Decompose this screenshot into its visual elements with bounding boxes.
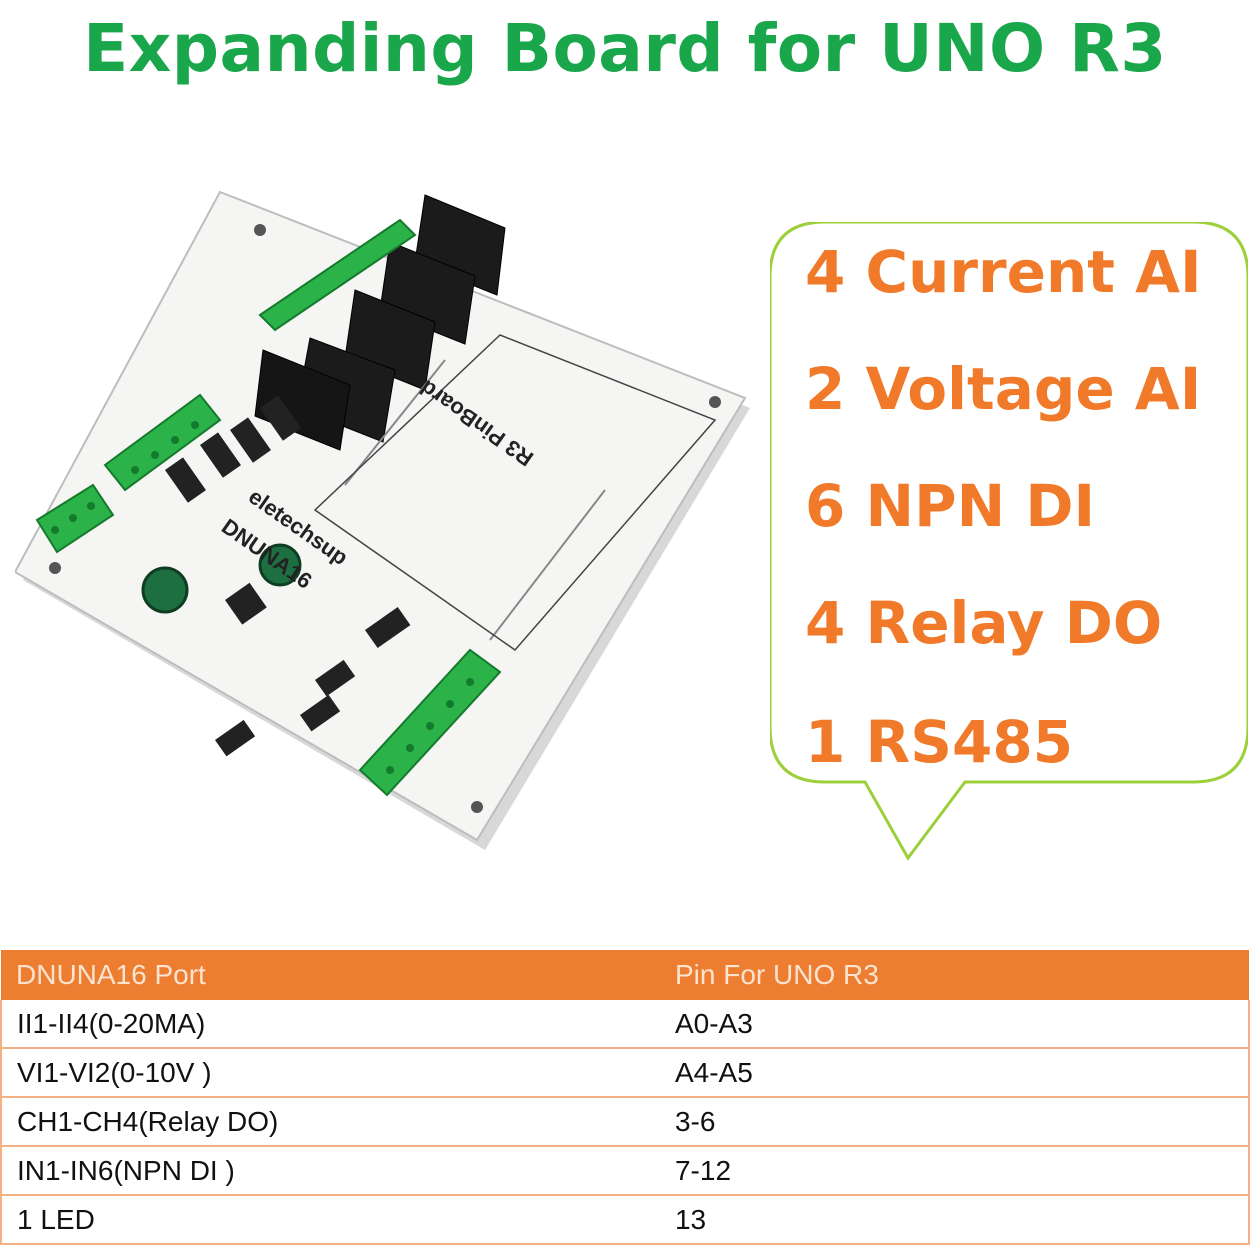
table-cell-port: CH1-CH4(Relay DO) [0, 1097, 675, 1147]
feature-voltage-ai: 2 Voltage AI [805, 355, 1202, 423]
table-row: CH1-CH4(Relay DO) 3-6 [0, 1097, 1250, 1147]
pcb-board [15, 190, 747, 842]
page-title: Expanding Board for UNO R3 [83, 10, 1167, 87]
table-cell-pin: 3-6 [674, 1097, 1250, 1147]
table-header-row: DNUNA16 Port Pin For UNO R3 [1, 950, 1249, 1000]
table-cell-pin: 7-12 [674, 1146, 1250, 1196]
table-cell-port: 1 LED [0, 1195, 675, 1245]
table-row: IN1-IN6(NPN DI ) 7-12 [0, 1146, 1250, 1196]
table-header-pin: Pin For UNO R3 [674, 950, 1249, 1000]
terminal-relay [258, 218, 417, 332]
table-row: VI1-VI2(0-10V ) A4-A5 [0, 1048, 1250, 1098]
table-header-port: DNUNA16 Port [1, 950, 675, 1000]
feature-rs485: 1 RS485 [805, 708, 1074, 776]
table-cell-pin: A4-A5 [674, 1048, 1250, 1098]
feature-bubble [770, 222, 1248, 861]
table-row: II1-II4(0-20MA) A0-A3 [0, 1000, 1250, 1049]
pin-mapping-table: DNUNA16 Port Pin For UNO R3 II1-II4(0-20… [0, 950, 1250, 1245]
table-cell-port: VI1-VI2(0-10V ) [0, 1048, 675, 1098]
board-illustration: eletechsup DNUNA16 R3 PinBoard [15, 190, 750, 850]
table-cell-pin: 13 [674, 1195, 1250, 1245]
table-cell-port: IN1-IN6(NPN DI ) [0, 1146, 675, 1196]
feature-current-ai: 4 Current AI [805, 238, 1202, 306]
feature-relay-do: 4 Relay DO [805, 589, 1163, 657]
table-row: 1 LED 13 [0, 1195, 1250, 1245]
feature-npn-di: 6 NPN DI [805, 472, 1096, 540]
table-cell-port: II1-II4(0-20MA) [0, 1000, 675, 1049]
table-cell-pin: A0-A3 [674, 1000, 1250, 1049]
